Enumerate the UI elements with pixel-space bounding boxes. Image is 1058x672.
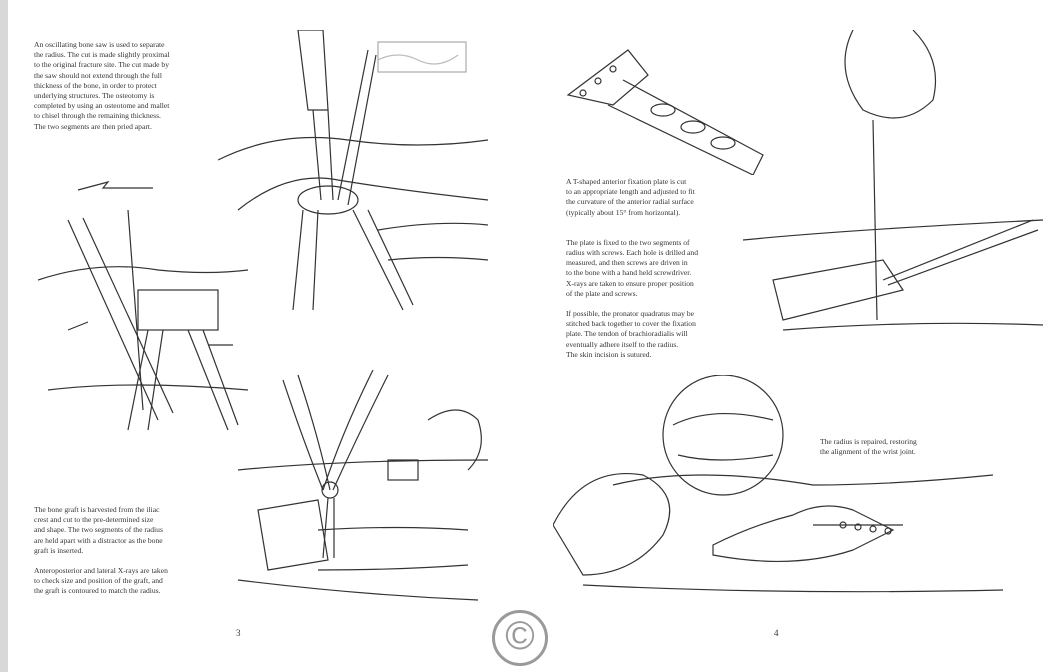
distraction-illustration (38, 180, 248, 431)
page-number: 4 (774, 628, 779, 638)
bone-graft-text: The bone graft is harvested from the ili… (34, 505, 168, 597)
magnified-inset (662, 375, 784, 496)
text-line: are held apart with a distractor as the … (34, 535, 163, 545)
text-line: If possible, the pronator quadratus may … (566, 309, 695, 319)
text-line: A T-shaped anterior fixation plate is cu… (566, 177, 687, 186)
text-line: the graft is contoured to match the radi… (34, 586, 161, 596)
text-line: to check size and position of the graft,… (34, 576, 163, 586)
text-line: radius with screws. Each hole is drilled… (566, 248, 699, 258)
text-line: An oscillating bone saw is used to separ… (34, 40, 165, 49)
text-line: graft is inserted. (34, 545, 84, 555)
copyright-watermark: © (492, 610, 548, 666)
text-line: crest and cut to the pre-determined size (34, 515, 154, 525)
text-line: (typically about 15° from horizontal). (566, 207, 681, 217)
plate-text: A T-shaped anterior fixation plate is cu… (566, 177, 698, 360)
page-number: 3 (236, 628, 241, 638)
text-line: to the bone with a hand held screwdriver… (566, 268, 692, 278)
text-line: The plate is fixed to the two segments o… (566, 237, 690, 247)
text-line: the curvature of the anterior radial sur… (566, 197, 694, 207)
text-line: measured, and then screws are driven in (566, 258, 688, 268)
text-line: Anteroposterior and lateral X-rays are t… (34, 566, 168, 576)
page-4: A T-shaped anterior fixation plate is cu… (523, 0, 1058, 672)
text-line: plate. The tendon of brachioradialis wil… (566, 329, 688, 339)
result-text: The radius is repaired, restoring the al… (820, 437, 917, 457)
text-line: to an appropriate length and adjusted to… (566, 187, 695, 197)
text-line: to chisel through the remaining thicknes… (34, 111, 161, 121)
t-plate-illustration (566, 49, 764, 175)
text-line: stitched back together to cover the fixa… (566, 319, 696, 329)
text-line: eventually adhere itself to the radius. (566, 339, 679, 349)
text-line: of the plate and screws. (566, 288, 638, 298)
page-3: An oscillating bone saw is used to separ… (8, 0, 523, 672)
copyright-symbol: © (505, 614, 535, 658)
repaired-wrist-illustration (553, 375, 1004, 593)
text-line: X-rays are taken to ensure proper positi… (566, 278, 694, 288)
text-line: thickness of the bone, in order to prote… (34, 80, 157, 90)
osteotomy-text: An oscillating bone saw is used to separ… (34, 40, 170, 132)
text-line: and shape. The two segments of the radiu… (34, 525, 163, 535)
text-line: the radius. The cut is made slightly pro… (34, 50, 170, 60)
scan-edge (0, 0, 8, 672)
screwdriver-illustration (742, 30, 1044, 331)
text-line: underlying structures. The osteotomy is (34, 91, 155, 101)
text-line: The radius is repaired, restoring (820, 437, 917, 446)
text-line: The bone graft is harvested from the ili… (34, 505, 160, 514)
text-line: the alignment of the wrist joint. (820, 447, 916, 457)
text-line: The skin incision is sutured. (566, 349, 652, 359)
inset-sketch (377, 41, 467, 73)
text-line: to the original fracture site. The cut m… (34, 60, 170, 70)
saw-illustration (218, 30, 488, 311)
text-line: the saw should not extend through the fu… (34, 70, 163, 80)
text-line: The two segments are then pried apart. (34, 121, 152, 131)
bone-graft-illustration (238, 370, 489, 601)
text-line: completed by using an osteotome and mall… (34, 101, 170, 111)
